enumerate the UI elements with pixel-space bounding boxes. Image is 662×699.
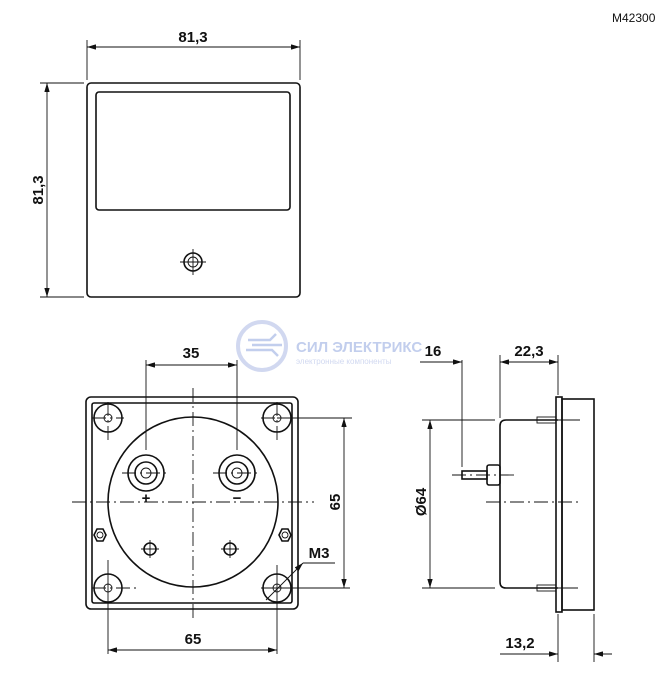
- side-view: 16 22,3 Ø64 13,2: [413, 343, 612, 662]
- terminal-length-dimension: 16: [425, 343, 442, 360]
- svg-text:СИЛ ЭЛЕКТРИКС: СИЛ ЭЛЕКТРИКС: [296, 339, 422, 356]
- watermark-logo: СИЛ ЭЛЕКТРИКС электронные компоненты: [236, 320, 422, 372]
- plus-terminal-label: +: [142, 490, 151, 507]
- height-dimension: 81,3: [30, 175, 47, 204]
- rear-view: + − 35 65 65 M3: [72, 345, 352, 654]
- scale-window: [95, 91, 291, 211]
- terminal-spacing-dimension: 35: [183, 345, 200, 362]
- diameter-dimension: Ø64: [413, 487, 430, 516]
- screws: [93, 528, 292, 558]
- width-dimension: 81,3: [178, 29, 207, 46]
- bezel-thickness-dimension: 13,2: [505, 635, 534, 652]
- terminals: + −: [122, 454, 261, 507]
- mounting-holes: [92, 402, 350, 654]
- thread-label: M3: [309, 545, 330, 562]
- mount-horizontal-dimension: 65: [185, 631, 202, 648]
- model-number: M42300: [612, 11, 656, 25]
- mount-vertical-dimension: 65: [327, 494, 344, 511]
- zero-adjust-knob: [180, 249, 206, 275]
- front-view: 81,3 81,3: [30, 29, 301, 298]
- minus-terminal-label: −: [233, 490, 242, 507]
- depth-dimension: 22,3: [514, 343, 543, 360]
- svg-text:электронные компоненты: электронные компоненты: [296, 357, 392, 366]
